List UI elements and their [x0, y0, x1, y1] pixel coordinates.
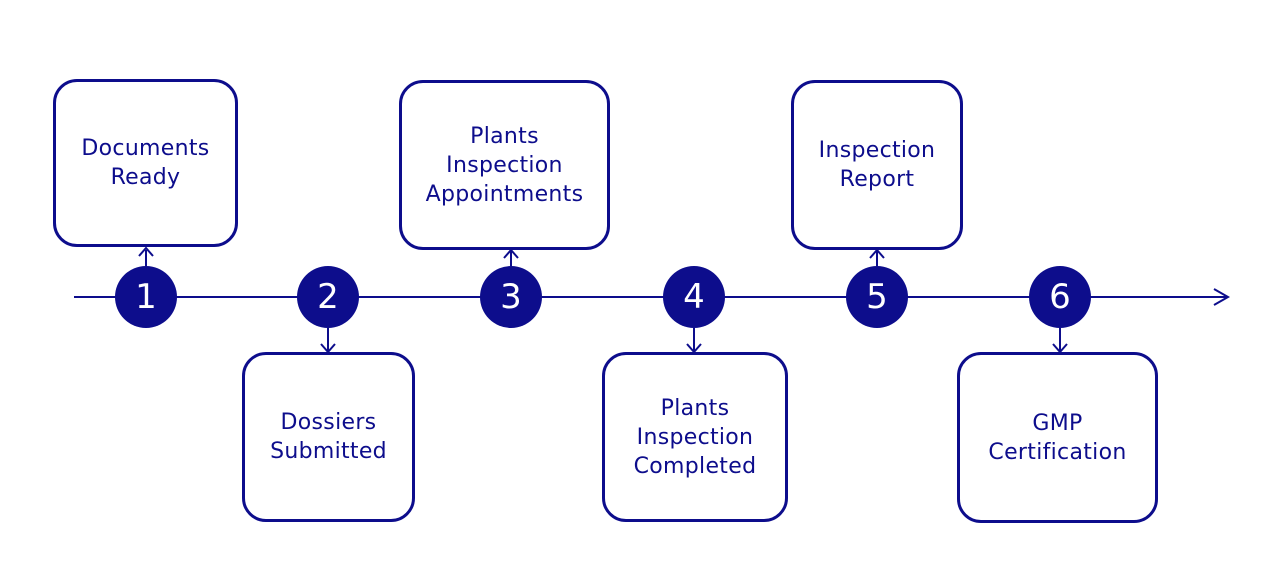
- step-box-1: Documents Ready: [53, 79, 238, 247]
- step-label-6: GMP Certification: [988, 410, 1127, 465]
- step-number-circle-4: 4: [663, 266, 725, 328]
- step-box-2: Dossiers Submitted: [242, 352, 415, 522]
- step-number-circle-2: 2: [297, 266, 359, 328]
- step-box-3: Plants Inspection Appointments: [399, 80, 610, 250]
- step-box-4: Plants Inspection Completed: [602, 352, 788, 522]
- step-number-circle-1: 1: [115, 266, 177, 328]
- step-number-circle-6: 6: [1029, 266, 1091, 328]
- step-number-circle-5: 5: [846, 266, 908, 328]
- connector-arrow-step-5: [869, 248, 885, 259]
- step-box-6: GMP Certification: [957, 352, 1158, 523]
- step-number-6: 6: [1049, 277, 1071, 317]
- connector-arrow-step-1: [138, 246, 154, 257]
- timeline-arrowhead: [1213, 288, 1231, 306]
- step-number-4: 4: [683, 277, 705, 317]
- step-box-5: Inspection Report: [791, 80, 963, 250]
- step-label-1: Documents Ready: [81, 136, 210, 190]
- connector-arrow-step-3: [503, 248, 519, 259]
- step-label-4: Plants Inspection Completed: [633, 395, 757, 479]
- step-number-3: 3: [500, 277, 522, 317]
- step-label-2: Dossiers Submitted: [270, 410, 387, 464]
- step-label-3: Plants Inspection Appointments: [425, 123, 584, 207]
- step-number-circle-3: 3: [480, 266, 542, 328]
- step-label-5: Inspection Report: [818, 138, 936, 192]
- step-number-2: 2: [317, 277, 339, 317]
- step-number-1: 1: [135, 277, 157, 317]
- step-number-5: 5: [866, 277, 888, 317]
